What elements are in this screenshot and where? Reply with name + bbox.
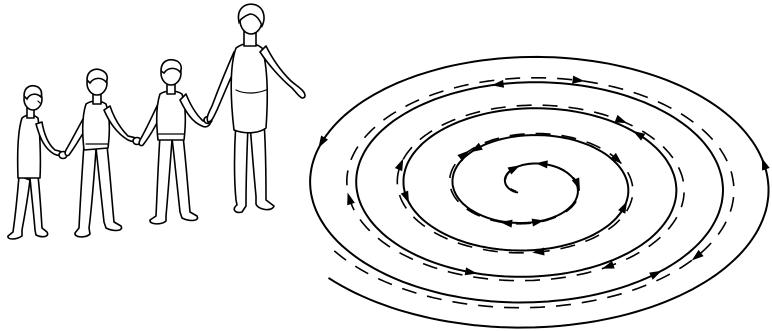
adult-leader-figure <box>207 4 305 212</box>
child-figure-2 <box>65 69 141 237</box>
spiral-path <box>310 57 770 328</box>
solid-path-arrow-11 <box>535 159 548 168</box>
child-figure-3 <box>139 60 212 224</box>
solid-path-arrow-2 <box>315 135 328 149</box>
dashed-spiral-line <box>334 78 734 308</box>
solid-path-arrow-6 <box>631 128 645 141</box>
solid-spiral-line <box>310 57 768 328</box>
people-line <box>8 4 305 239</box>
solid-path-arrow-1 <box>758 157 770 171</box>
direction-arrows <box>315 76 770 280</box>
dashed-path-arrow-3 <box>344 191 355 205</box>
child-figure-1 <box>8 86 67 239</box>
